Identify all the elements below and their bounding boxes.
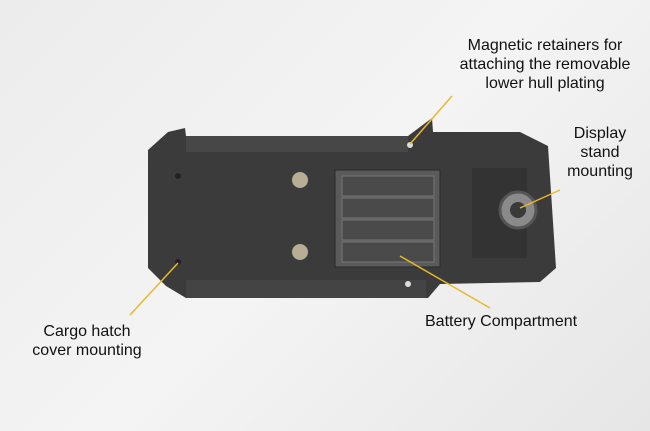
screw-bottom	[292, 244, 308, 260]
label-battery: Battery Compartment	[425, 313, 578, 330]
magnet-retainer	[405, 281, 411, 287]
leader-line-magnetic	[409, 95, 453, 145]
screw-top	[292, 172, 308, 188]
socket-hole	[510, 202, 526, 218]
leader-line-battery	[399, 255, 491, 309]
battery-compartment	[334, 169, 441, 268]
label-line: Magnetic retainers for	[467, 37, 623, 54]
leader-line-display	[519, 189, 561, 209]
leader-line-cargo	[129, 262, 179, 316]
label-line: mounting	[567, 163, 633, 180]
cargo-hatch-hole	[175, 173, 181, 179]
label-line: stand	[580, 144, 620, 161]
hull-lower-rail	[186, 280, 426, 298]
label-magnetic-retainers: Magnetic retainers for attaching the rem…	[440, 36, 650, 93]
label-line: lower hull plating	[485, 75, 605, 92]
cargo-hatch-hole	[175, 259, 181, 265]
label-line: cover mounting	[32, 342, 142, 359]
label-line: Cargo hatch	[43, 323, 131, 340]
label-line: Display	[573, 125, 627, 142]
hull-upper-rail	[186, 136, 408, 152]
label-cargo-hatch: Cargo hatch cover mounting	[22, 322, 152, 360]
magnet-retainer	[407, 142, 413, 148]
label-line: attaching the removable	[459, 56, 631, 73]
label-display-stand: Display stand mounting	[555, 124, 645, 181]
